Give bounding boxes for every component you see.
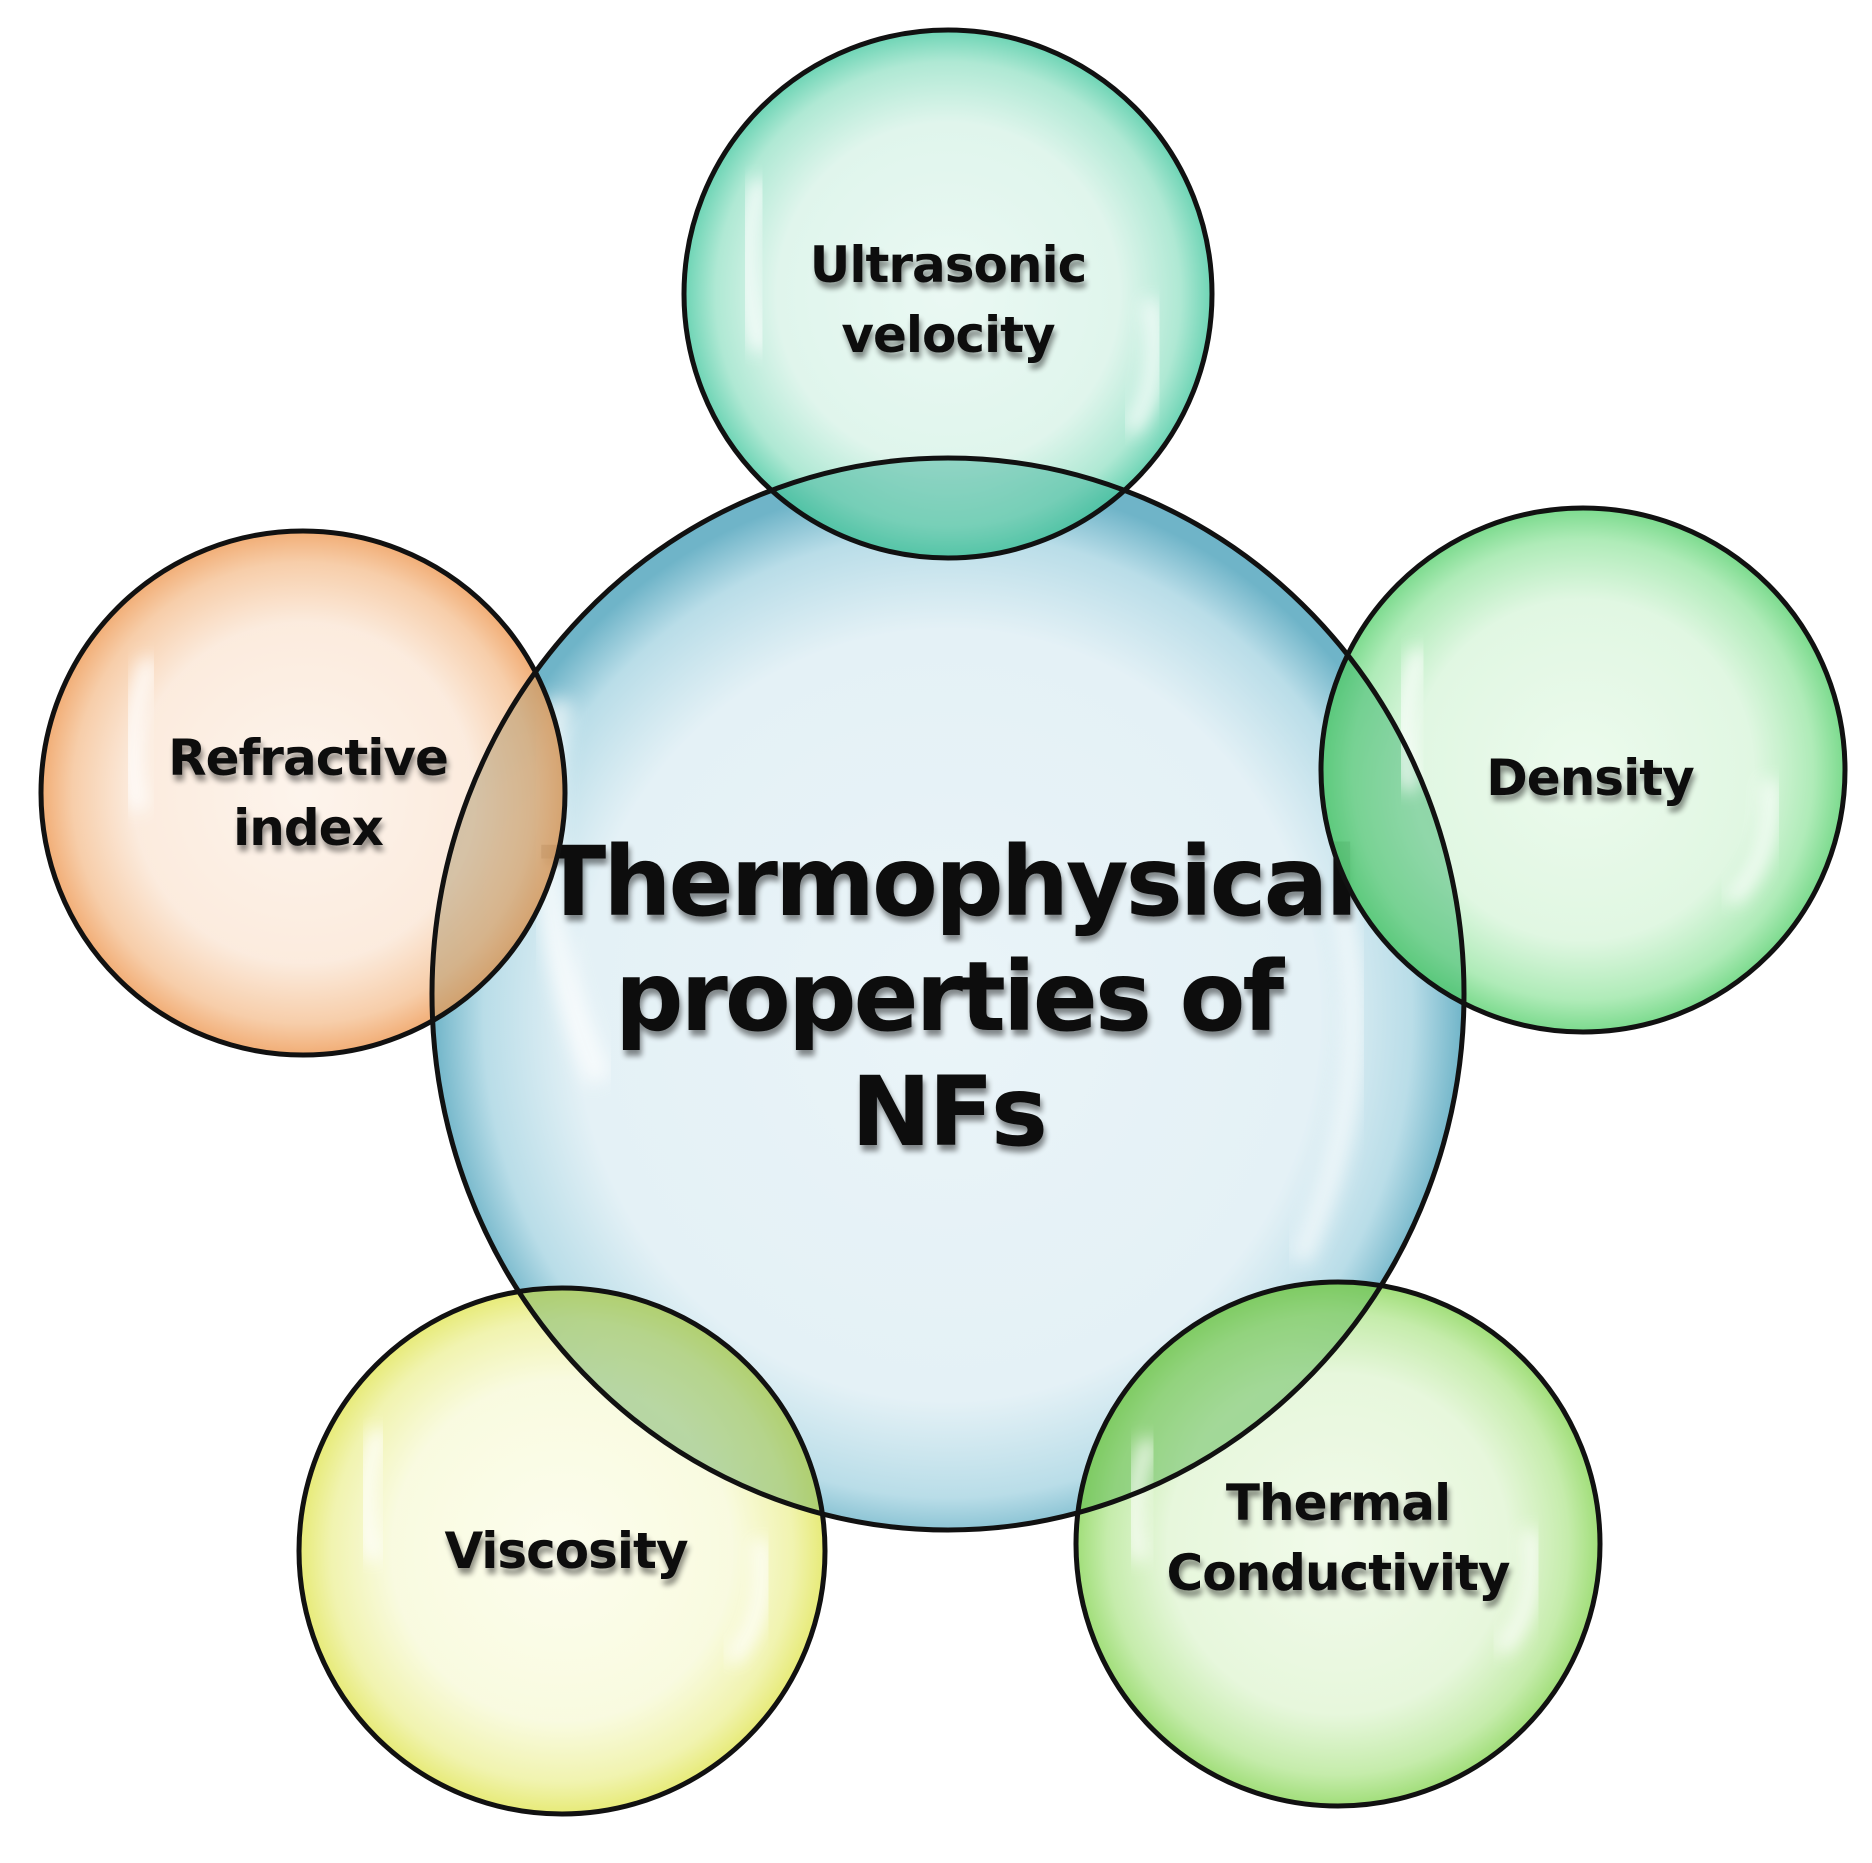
viscosity-label: Viscosity [444, 1522, 688, 1580]
center-title-line-3: NFs [851, 1056, 1045, 1168]
node-ultrasonic-velocity: Ultrasonic velocity [681, 27, 1215, 561]
refractive-label-line-2: index [233, 799, 383, 857]
node-viscosity: Viscosity [296, 1285, 828, 1817]
thermal-label-line-1: Thermal [1226, 1474, 1450, 1532]
node-thermal-conductivity: Thermal Conductivity [1073, 1279, 1603, 1809]
refractive-label-line-1: Refractive [168, 729, 448, 787]
node-refractive-index: Refractive index [38, 528, 568, 1058]
ultrasonic-label-line-2: velocity [841, 306, 1055, 364]
center-circle-outline [429, 455, 1467, 1533]
center-title-line-2: properties of [615, 941, 1286, 1053]
thermal-label-line-2: Conductivity [1167, 1544, 1510, 1602]
ultrasonic-label-line-1: Ultrasonic [810, 236, 1087, 294]
node-density: Density [1318, 505, 1848, 1035]
density-label: Density [1486, 749, 1694, 807]
center-title: Thermophysical properties of NFs [541, 826, 1359, 1168]
center-title-line-1: Thermophysical [541, 826, 1356, 938]
